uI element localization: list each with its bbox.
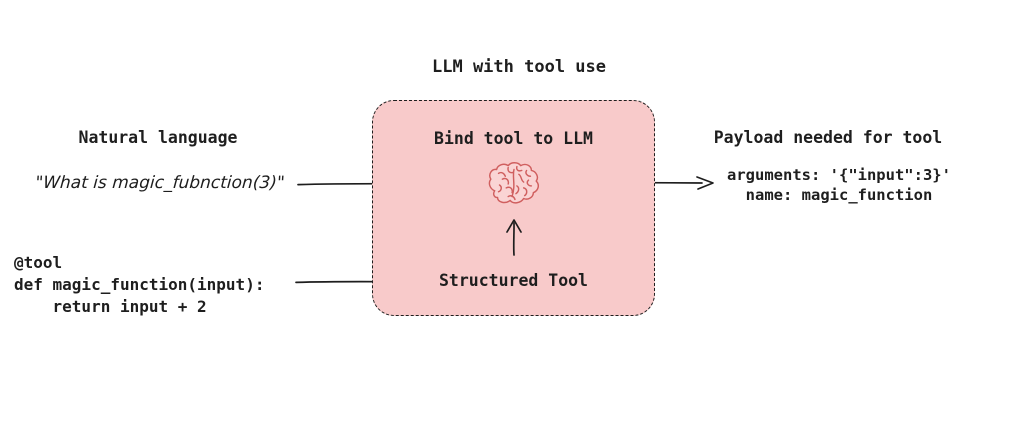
diagram-title: LLM with tool use <box>432 57 606 77</box>
brain-icon <box>485 161 543 207</box>
arrow-structured-tool-to-brain <box>505 219 522 256</box>
structured-tool-label: Structured Tool <box>438 271 588 290</box>
bind-tool-heading: Bind tool to LLM <box>434 129 593 148</box>
payload-heading: Payload needed for tool <box>713 128 943 147</box>
payload-code: arguments: '{"input":3}' name: magic_fun… <box>727 166 951 204</box>
tool-code-snippet: @tool def magic_function(input): return … <box>14 253 265 316</box>
natural-language-heading: Natural language <box>78 128 238 147</box>
bind-tool-box: Bind tool to LLM <box>372 100 655 316</box>
natural-language-query: "What is magic_fubnction(3)" <box>34 173 286 193</box>
